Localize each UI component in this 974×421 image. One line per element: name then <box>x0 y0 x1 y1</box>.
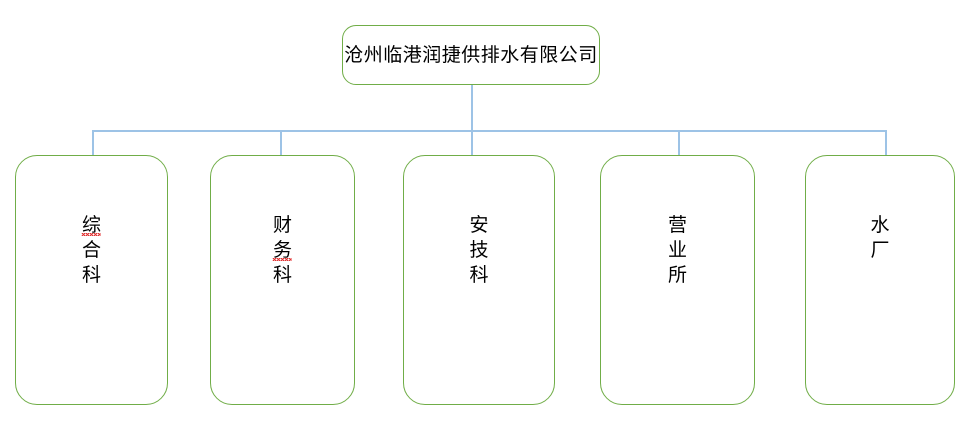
org-node-dept-anji[interactable]: 安 技 科 <box>403 155 555 405</box>
connector-drop-3 <box>471 130 473 155</box>
connector-drop-2 <box>280 130 282 155</box>
label-char: 水 <box>870 214 890 236</box>
org-node-dept-zonghe[interactable]: 综 合 科 <box>15 155 168 405</box>
label-char: 财 <box>272 214 292 236</box>
org-node-dept-caiwu-label: 财 务 科 <box>211 213 354 288</box>
label-char: 技 <box>469 239 489 261</box>
label-char: 务 <box>272 239 292 261</box>
org-node-dept-yingyesuo-label: 营 业 所 <box>601 213 754 288</box>
connector-horizontal-bus <box>92 130 886 132</box>
org-node-dept-anji-label: 安 技 科 <box>404 213 554 288</box>
label-char: 安 <box>469 214 489 236</box>
connector-drop-1 <box>92 130 94 155</box>
label-char: 业 <box>667 239 687 261</box>
label-char: 厂 <box>870 239 890 261</box>
connector-drop-4 <box>678 130 680 155</box>
org-node-dept-zonghe-label: 综 合 科 <box>16 213 167 288</box>
org-node-dept-shuichang-label: 水 厂 <box>806 213 954 263</box>
label-char: 科 <box>469 264 489 286</box>
org-node-root-label: 沧州临港润捷供排水有限公司 <box>344 43 598 66</box>
label-char: 科 <box>81 264 101 286</box>
org-node-root[interactable]: 沧州临港润捷供排水有限公司 <box>342 25 600 85</box>
label-char: 所 <box>667 264 687 286</box>
label-char: 合 <box>81 239 101 261</box>
org-node-dept-caiwu[interactable]: 财 务 科 <box>210 155 355 405</box>
label-char: 综 <box>81 214 101 236</box>
label-char: 营 <box>667 214 687 236</box>
connector-drop-5 <box>885 130 887 155</box>
org-node-dept-yingyesuo[interactable]: 营 业 所 <box>600 155 755 405</box>
org-node-dept-shuichang[interactable]: 水 厂 <box>805 155 955 405</box>
label-char: 科 <box>272 264 292 286</box>
connector-root-stem <box>471 85 473 131</box>
